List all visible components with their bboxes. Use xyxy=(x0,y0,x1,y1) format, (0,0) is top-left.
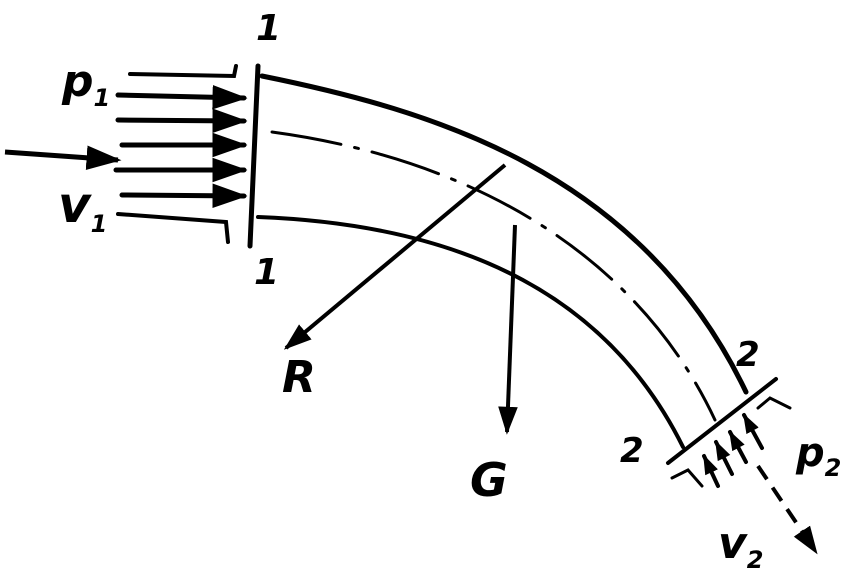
v1-main: v xyxy=(58,176,92,234)
v2-label: v2 xyxy=(718,518,763,574)
p2-label: p2 xyxy=(795,430,841,482)
v2-main: v xyxy=(718,518,748,569)
section-1-line xyxy=(247,63,261,249)
section-2-top-label: 2 xyxy=(736,335,760,375)
outlet-pressure-arrows xyxy=(702,413,764,488)
p2-sub: 2 xyxy=(825,454,842,482)
section-1-top-label: 1 xyxy=(256,8,281,49)
pipe-inner-wall xyxy=(256,215,685,449)
section-2-tick-top xyxy=(756,396,792,410)
v1-sub: 1 xyxy=(91,210,108,238)
p1-sub: 1 xyxy=(94,84,111,112)
outlet-velocity-arrow xyxy=(756,464,818,555)
force-G-arrow xyxy=(498,224,518,435)
section-2-bottom-label: 2 xyxy=(620,431,644,471)
force-G-label: G xyxy=(470,453,508,507)
v1-label: v1 xyxy=(58,176,107,238)
section-1-tick-top xyxy=(128,64,238,79)
force-R-arrow xyxy=(283,163,507,350)
section-1-bottom-label: 1 xyxy=(254,252,279,293)
pipe-outer-wall xyxy=(259,73,749,395)
inlet-velocity-arrow xyxy=(4,145,122,170)
section-1-tick xyxy=(116,212,230,244)
inlet-pressure-arrows xyxy=(113,85,248,208)
section-2-line xyxy=(666,377,778,465)
section-2-tick-bottom xyxy=(670,468,704,488)
p1-label: p1 xyxy=(61,56,110,112)
p1-main: p xyxy=(61,56,94,107)
v2-sub: 2 xyxy=(747,546,764,574)
force-R-label: R xyxy=(282,352,316,403)
pipe-centerline xyxy=(270,130,717,422)
p2-main: p xyxy=(795,430,825,476)
